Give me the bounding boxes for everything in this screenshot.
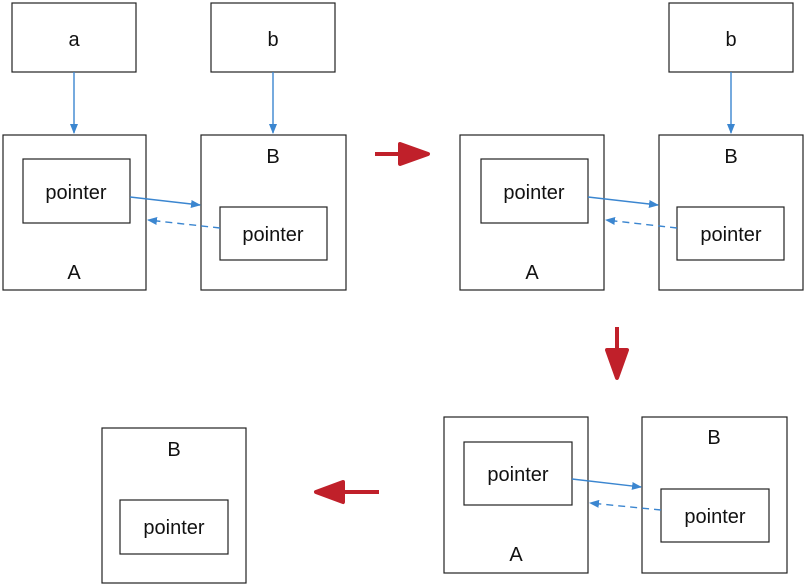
state-3: pointer A B pointer xyxy=(443,416,788,574)
A-pointer-box xyxy=(463,441,573,506)
A-pointer-label: pointer xyxy=(45,182,106,204)
object-A-label: A xyxy=(525,262,539,284)
object-B-label: B xyxy=(724,146,737,168)
A-pointer-to-B-arrow xyxy=(571,478,642,490)
variable-b-box xyxy=(210,2,336,73)
B-pointer-label: pointer xyxy=(143,517,204,539)
variable-a-box xyxy=(11,2,137,73)
B-pointer-label: pointer xyxy=(684,506,745,528)
state-1: a b pointer A B pointer xyxy=(2,2,347,291)
variable-b-box xyxy=(668,2,794,73)
B-pointer-box xyxy=(219,206,328,261)
B-pointer-box xyxy=(660,488,770,543)
variable-a-label: a xyxy=(68,29,80,51)
A-pointer-label: pointer xyxy=(487,464,548,486)
object-B-label: B xyxy=(266,146,279,168)
object-B-label: B xyxy=(167,439,180,461)
variable-b-label: b xyxy=(725,29,736,51)
A-pointer-box xyxy=(22,158,131,224)
A-pointer-to-B-arrow xyxy=(129,196,201,208)
state-4: B pointer xyxy=(101,427,247,584)
object-A-label: A xyxy=(509,544,523,566)
A-pointer-to-B-arrow xyxy=(587,196,659,208)
transition-arrow-down xyxy=(605,327,629,380)
B-pointer-to-A-arrow xyxy=(147,217,221,229)
state-2: b pointer A B pointer xyxy=(459,2,804,291)
object-B-label: B xyxy=(707,427,720,449)
A-pointer-box xyxy=(480,158,589,224)
object-A-label: A xyxy=(67,262,81,284)
A-pointer-label: pointer xyxy=(503,182,564,204)
transition-arrow-right xyxy=(375,142,430,166)
B-pointer-label: pointer xyxy=(700,224,761,246)
B-pointer-box xyxy=(676,206,785,261)
transition-arrow-left xyxy=(314,480,379,504)
variable-b-label: b xyxy=(267,29,278,51)
B-pointer-label: pointer xyxy=(242,224,303,246)
B-pointer-box xyxy=(119,499,229,555)
